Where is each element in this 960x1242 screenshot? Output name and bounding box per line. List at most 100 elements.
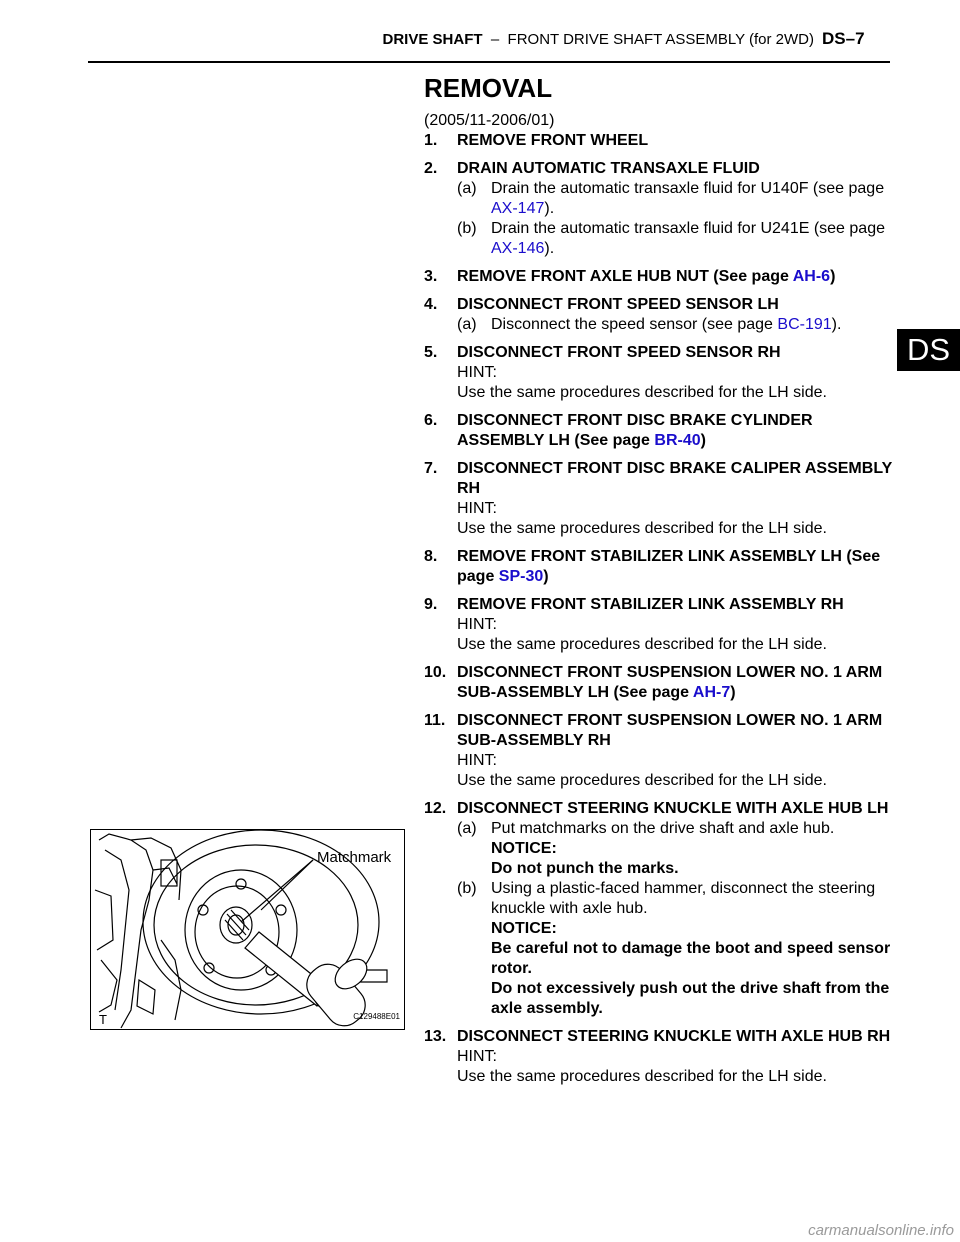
step-title-text: REMOVE FRONT WHEEL [457,131,894,151]
step-title: 5.DISCONNECT FRONT SPEED SENSOR RH [424,343,894,363]
step-number: 2. [424,160,438,177]
step-number: 7. [424,460,438,477]
step-title: 8.REMOVE FRONT STABILIZER LINK ASSEMBLY … [424,547,894,587]
notice-text: Be careful not to damage the boot and sp… [491,940,891,977]
procedure-step: 11.DISCONNECT FRONT SUSPENSION LOWER NO.… [424,711,894,791]
step-title: 12. DISCONNECT STEERING KNUCKLE WITH AXLE… [424,799,894,819]
sub-step: (b) Using a plastic-faced hammer, disconn… [457,879,894,1019]
step-title-label: DISCONNECT FRONT DISC BRAKE CYLINDER ASS… [457,412,813,449]
step-title-label: REMOVE FRONT WHEEL [457,132,649,149]
date-range: (2005/11-2006/01) [424,112,555,129]
header-section: DRIVE SHAFT [382,31,483,48]
sub-step-description: Disconnect the speed sensor (see page [491,316,778,333]
procedure-step: 10. DISCONNECT FRONT SUSPENSION LOWER NO.… [424,663,894,703]
procedure-step: 9. REMOVE FRONT STABILIZER LINK ASSEMBLY … [424,595,894,655]
page-number: DS–7 [822,29,865,48]
step-title-text: REMOVE FRONT AXLE HUB NUT (See page AH-6… [457,267,894,287]
page-heading: REMOVAL [424,73,553,103]
sub-step-suffix: ). [544,200,555,217]
procedure-step: 7. DISCONNECT FRONT DISC BRAKE CALIPER AS… [424,459,894,539]
step-body: HINT:Use the same procedures described f… [424,1047,894,1087]
step-body: HINT:Use the same procedures described f… [424,615,894,655]
step-title-suffix: ) [543,568,549,585]
page-reference-link[interactable]: BR-40 [654,432,701,449]
step-title: 7. DISCONNECT FRONT DISC BRAKE CALIPER AS… [424,459,894,499]
step-number: 3. [424,268,438,285]
step-title-label: REMOVE FRONT STABILIZER LINK ASSEMBLY RH [457,596,844,613]
sub-step-description: Using a plastic-faced hammer, disconnect… [491,880,876,917]
step-title-suffix: ) [730,684,736,701]
sub-step-description: Drain the automatic transaxle fluid for … [491,180,885,197]
page-reference-link[interactable]: AX-146 [491,240,545,257]
procedure-step: 1. REMOVE FRONT WHEEL [424,131,894,151]
step-body: (a)Drain the automatic transaxle fluid f… [424,179,894,259]
page-reference-link[interactable]: AX-147 [491,200,545,217]
illustration-figure: Matchmark T C129488E01 [90,829,405,1030]
sub-step-text: Disconnect the speed sensor (see page BC… [491,315,894,335]
procedure-step: 3. REMOVE FRONT AXLE HUB NUT (See page AH… [424,267,894,287]
step-title: 9. REMOVE FRONT STABILIZER LINK ASSEMBLY … [424,595,894,615]
step-title-text: DISCONNECT FRONT SUSPENSION LOWER NO. 1 … [457,711,894,751]
hint-text: Use the same procedures described for th… [457,1068,827,1085]
step-title-text: REMOVE FRONT STABILIZER LINK ASSEMBLY RH [457,595,894,615]
step-title: 11.DISCONNECT FRONT SUSPENSION LOWER NO.… [424,711,894,751]
page-reference-link[interactable]: AH-7 [692,684,731,701]
notice-label: NOTICE: [491,840,557,857]
header-title: DRIVE SHAFT – FRONT DRIVE SHAFT ASSEMBLY… [222,31,814,49]
page-reference-link[interactable]: AH-6 [792,268,831,285]
step-number: 12. [424,800,447,817]
procedure-step: 4. DISCONNECT FRONT SPEED SENSOR LH (a) Dis… [424,295,894,335]
page-reference-link[interactable]: BC-191 [777,316,832,333]
notice-label: NOTICE: [491,920,557,937]
sub-step-description: Put matchmarks on the drive shaft and ax… [491,820,835,837]
matchmark-label: Matchmark [317,849,392,866]
step-title-label: REMOVE FRONT AXLE HUB NUT (See page [457,268,793,285]
notice-text: Do not punch the marks. [491,860,679,877]
hint-label: HINT: [457,500,497,517]
step-title-label: DISCONNECT FRONT DISC BRAKE CALIPER ASSE… [457,460,892,497]
hint-text: Use the same procedures described for th… [457,384,827,401]
procedure-step: 2.DRAIN AUTOMATIC TRANSAXLE FLUID(a)Drai… [424,159,894,259]
procedure-step: 8.REMOVE FRONT STABILIZER LINK ASSEMBLY … [424,547,894,587]
step-number: 9. [424,596,438,613]
step-number: 1. [424,132,438,149]
step-number: 4. [424,296,438,313]
hint-text: Use the same procedures described for th… [457,520,827,537]
sub-step-label: (a) [457,316,477,333]
step-title: 3. REMOVE FRONT AXLE HUB NUT (See page AH… [424,267,894,287]
footer-watermark: carmanualsonline.info [808,1222,954,1239]
figure-id: C129488E01 [353,1012,400,1021]
step-title-label: DISCONNECT FRONT SUSPENSION LOWER NO. 1 … [457,664,883,701]
sub-step-suffix: ). [831,316,842,333]
page-reference-link[interactable]: SP-30 [498,568,544,585]
sub-step-label: (b) [457,220,477,237]
step-body: (a)Put matchmarks on the drive shaft and… [424,819,894,1019]
step-body: (a) Disconnect the speed sensor (see page… [424,315,894,335]
sub-step-description: Drain the automatic transaxle fluid for … [491,220,885,237]
step-title-label: DISCONNECT FRONT SPEED SENSOR LH [457,296,779,313]
hub-illustration [94,830,388,1029]
step-title-label: DISCONNECT FRONT SPEED SENSOR RH [457,344,781,361]
step-title-text: DISCONNECT FRONT SPEED SENSOR LH [457,295,894,315]
header-subtitle: – FRONT DRIVE SHAFT ASSEMBLY (for 2WD) [482,31,814,48]
sub-step-text: Using a plastic-faced hammer, disconnect… [491,879,894,1019]
step-title: 2.DRAIN AUTOMATIC TRANSAXLE FLUID [424,159,894,179]
hint-label: HINT: [457,752,497,769]
step-title-suffix: ) [830,268,836,285]
steps-list: 1. REMOVE FRONT WHEEL 2.DRAIN AUTOMATIC TR… [424,131,894,1087]
step-title-label: DISCONNECT STEERING KNUCKLE WITH AXLE HU… [457,800,889,817]
sub-step: (a) Disconnect the speed sensor (see page… [457,315,894,335]
header-divider [88,61,890,63]
step-title-text: DISCONNECT FRONT SPEED SENSOR RH [457,343,894,363]
step-title: 10. DISCONNECT FRONT SUSPENSION LOWER NO.… [424,663,894,703]
sub-step-label: (b) [457,880,477,897]
step-title-text: REMOVE FRONT STABILIZER LINK ASSEMBLY LH… [457,547,894,587]
sub-step-text: Drain the automatic transaxle fluid for … [491,219,894,259]
step-title: 1. REMOVE FRONT WHEEL [424,131,894,151]
procedure-step: 13.DISCONNECT STEERING KNUCKLE WITH AXLE… [424,1027,894,1087]
step-title-suffix: ) [700,432,706,449]
step-number: 10. [424,664,447,681]
sub-step: (b) Drain the automatic transaxle fluid f… [457,219,894,259]
hint-label: HINT: [457,616,497,633]
